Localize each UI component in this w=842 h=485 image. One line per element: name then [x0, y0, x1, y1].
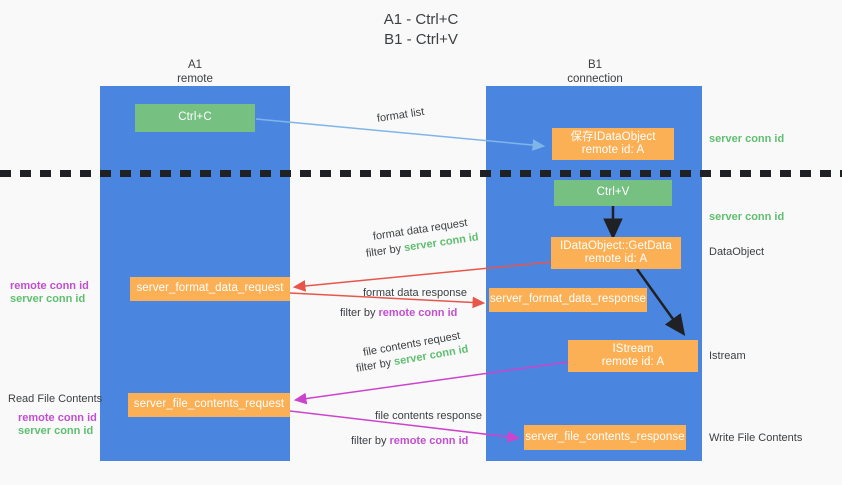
- box-ctrl-v-label: Ctrl+V: [596, 186, 630, 199]
- box-server-file-contents-request-label: server_file_contents_request: [133, 398, 285, 411]
- annotation-dataobject: DataObject: [709, 246, 765, 258]
- filter-prefix: filter by: [365, 242, 406, 260]
- box-getdata-line1: IDataObject::GetData: [560, 239, 672, 252]
- box-server-file-contents-response[interactable]: server_file_contents_response: [524, 425, 686, 450]
- box-ctrl-c-label: Ctrl+C: [178, 111, 212, 124]
- title-line-2: B1 - Ctrl+V: [384, 31, 458, 48]
- column-header-right: B1 connection: [540, 58, 650, 86]
- box-ctrl-c[interactable]: Ctrl+C: [135, 104, 255, 132]
- box-save-idataobject[interactable]: 保存IDataObject remote id: A: [552, 128, 674, 160]
- box-ctrl-v[interactable]: Ctrl+V: [554, 180, 672, 206]
- label-format-data-response-filter: filter by remote conn id: [340, 306, 457, 320]
- column-right-name: B1: [587, 59, 603, 71]
- filter-value-remote-conn-id: remote conn id: [389, 435, 469, 447]
- box-save-idataobject-line1: 保存IDataObject: [570, 130, 656, 143]
- box-istream-line2: remote id: A: [601, 356, 665, 368]
- box-server-file-contents-response-label: server_file_contents_response: [525, 430, 685, 443]
- box-idataobject-getdata[interactable]: IDataObject::GetData remote id: A: [551, 237, 681, 269]
- annotation-server-conn-id-lower: server conn id: [18, 425, 94, 437]
- box-istream-line1: IStream: [612, 342, 654, 355]
- annotation-server-conn-id-top: server conn id: [709, 133, 785, 145]
- annotation-remote-conn-id-upper: remote conn id: [10, 280, 89, 292]
- label-format-data-response: format data response: [363, 287, 467, 299]
- box-save-idataobject-line2: remote id: A: [581, 144, 645, 156]
- box-server-format-data-request[interactable]: server_format_data_request: [130, 277, 290, 301]
- filter-prefix: filter by: [355, 356, 396, 375]
- box-server-format-data-response[interactable]: server_format_data_response: [489, 288, 647, 312]
- annotation-write-file-contents: Write File Contents: [709, 432, 803, 444]
- box-server-format-data-request-label: server_format_data_request: [136, 282, 284, 295]
- page-title: A1 - Ctrl+C B1 - Ctrl+V: [0, 10, 842, 50]
- label-file-contents-response: file contents response: [375, 410, 483, 422]
- annotation-server-conn-id-mid: server conn id: [709, 211, 785, 223]
- annotation-read-file-contents: Read File Contents: [8, 393, 103, 405]
- annotation-remote-conn-id-lower: remote conn id: [18, 412, 97, 424]
- filter-prefix: filter by: [351, 435, 390, 447]
- column-left-role: remote: [177, 73, 213, 85]
- box-server-format-data-response-label: server_format_data_response: [489, 293, 647, 306]
- label-format-list: format list: [376, 105, 426, 125]
- column-right-role: connection: [567, 73, 623, 85]
- title-line-1: A1 - Ctrl+C: [383, 11, 459, 28]
- box-istream[interactable]: IStream remote id: A: [568, 340, 698, 372]
- label-file-contents-response-filter: filter by remote conn id: [351, 434, 468, 448]
- annotation-server-conn-id-upper: server conn id: [10, 293, 86, 305]
- annotation-istream: Istream: [709, 350, 746, 362]
- box-server-file-contents-request[interactable]: server_file_contents_request: [128, 393, 290, 417]
- box-getdata-line2: remote id: A: [584, 253, 648, 265]
- phase-divider: [0, 170, 842, 177]
- column-left-name: A1: [187, 59, 203, 71]
- filter-value-remote-conn-id: remote conn id: [378, 307, 458, 319]
- filter-prefix: filter by: [340, 307, 379, 319]
- column-header-left: A1 remote: [140, 58, 250, 86]
